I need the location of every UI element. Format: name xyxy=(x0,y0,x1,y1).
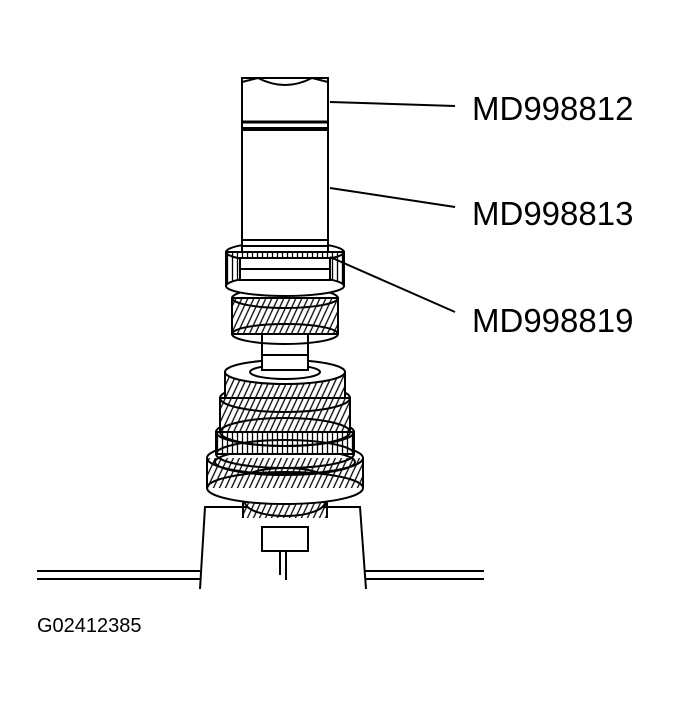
bearing-race xyxy=(225,241,345,297)
callout-md998813: MD998813 xyxy=(472,195,634,232)
gear-small-upper xyxy=(231,287,339,345)
installer-tool-cylinder xyxy=(241,129,329,253)
callout-md998819: MD998819 xyxy=(472,302,634,339)
shaft-middle xyxy=(261,329,309,371)
synchronizer-hub xyxy=(215,417,355,469)
gear-upper-middle xyxy=(224,359,346,399)
callout-md998812: MD998812 xyxy=(472,90,634,127)
shaft-lower-end xyxy=(261,526,309,580)
figure-id: G02412385 xyxy=(37,615,142,637)
leader-lines xyxy=(329,101,456,313)
gear-large-bottom xyxy=(206,441,364,505)
work-bench xyxy=(37,570,484,580)
installer-tool-handle xyxy=(241,76,329,131)
